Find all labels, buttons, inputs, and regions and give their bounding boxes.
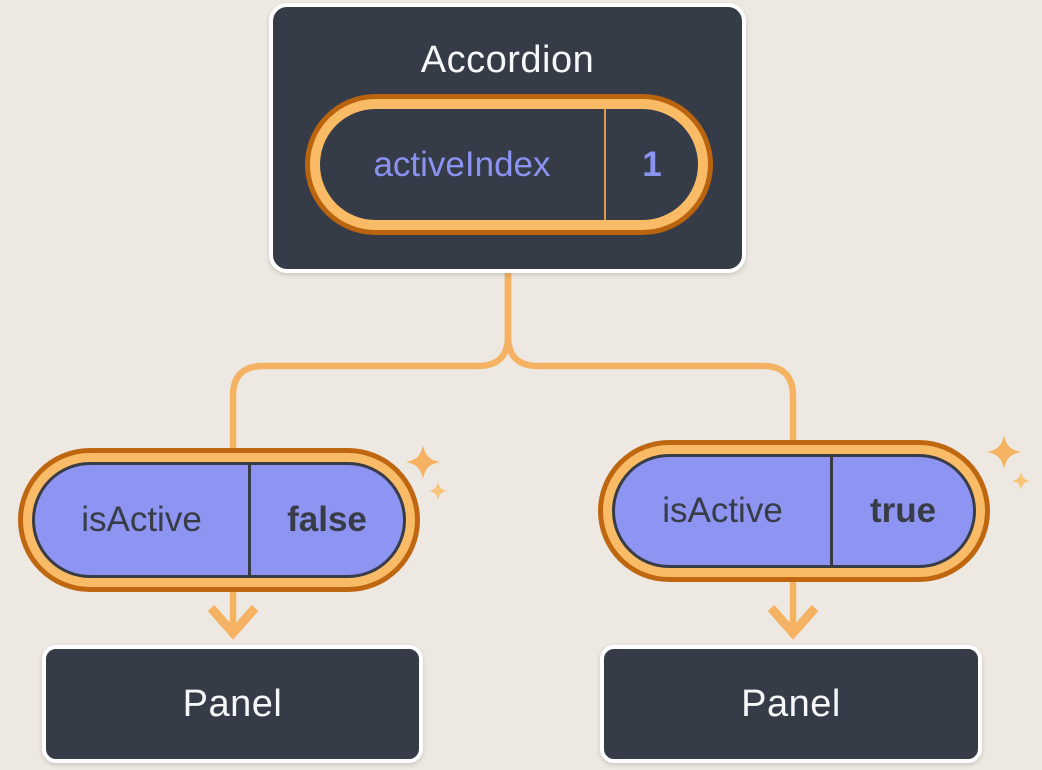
state-name: activeIndex <box>373 144 551 184</box>
prop-value: true <box>869 491 937 530</box>
arrowhead-left-icon <box>207 605 259 640</box>
state-pill-active-index: activeIndex 1 <box>310 99 708 230</box>
connector-right <box>504 268 797 626</box>
state-value: 1 <box>642 144 662 184</box>
sparkle-icon <box>406 445 447 500</box>
pill-divider <box>248 465 251 575</box>
prop-pill-left: isActive false <box>23 453 415 587</box>
prop-pill-right: isActive true <box>603 445 985 577</box>
pill-divider <box>604 109 606 220</box>
prop-name: isActive <box>81 500 202 539</box>
panel-title: Panel <box>182 682 283 725</box>
arrowhead-right-icon <box>767 605 819 640</box>
prop-name: isActive <box>662 491 783 530</box>
sparkle-icon <box>987 435 1030 490</box>
accordion-title: Accordion <box>420 39 595 81</box>
panel-node-left: Panel <box>42 645 423 763</box>
panel-node-right: Panel <box>600 645 982 763</box>
pill-divider <box>830 457 833 565</box>
prop-value: false <box>287 500 367 539</box>
panel-title: Panel <box>741 682 841 725</box>
